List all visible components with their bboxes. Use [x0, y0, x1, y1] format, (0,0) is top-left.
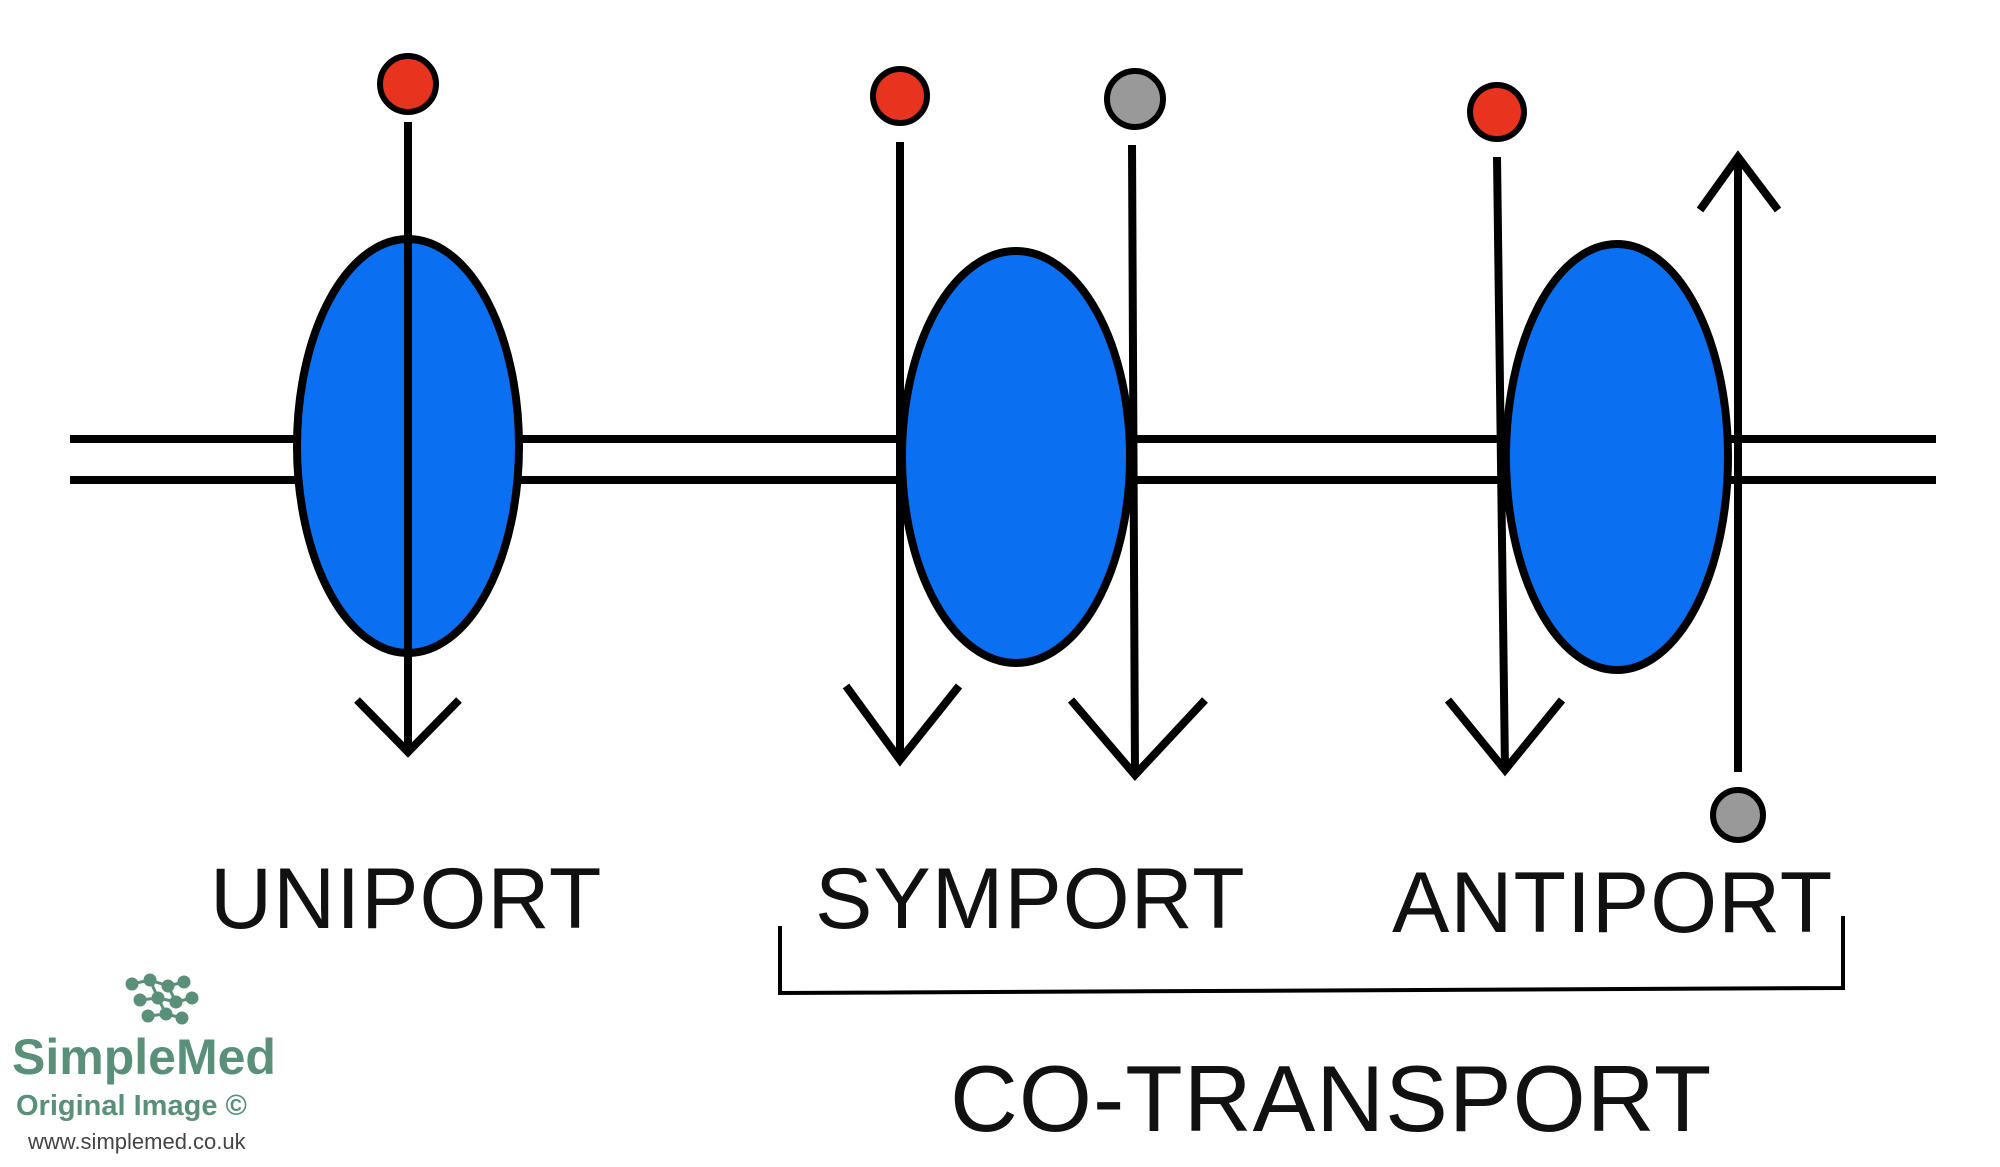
molecule-cluster-logo-icon [125, 973, 199, 1025]
symport-primary-molecule [870, 66, 930, 126]
symport-secondary-arrow-head-down-icon [1067, 697, 1208, 782]
symport-carrier-protein [898, 247, 1134, 667]
antiport-primary-arrow-head-down-icon [1444, 697, 1566, 777]
symport-secondary-arrow-shaft [1128, 144, 1139, 776]
symport-secondary-molecule [1104, 68, 1166, 130]
simplemed-watermark: SimpleMed Original Image © www.simplemed… [10, 972, 310, 1162]
symport-transporter [842, 66, 1208, 782]
symport-primary-arrow-head-down-icon [842, 683, 963, 767]
watermark-url: www.simplemed.co.uk [28, 1129, 246, 1154]
watermark-brand: SimpleMed [12, 1029, 276, 1085]
antiport-primary-arrow-shaft [1493, 156, 1509, 771]
antiport-carrier-protein [1502, 240, 1732, 674]
watermark-subtitle: Original Image © [16, 1090, 247, 1122]
uniport-arrow-head-down-icon [354, 697, 462, 758]
antiport-transporter [1444, 82, 1782, 843]
uniport-transporter [293, 53, 523, 758]
uniport-molecule [377, 53, 439, 115]
antiport-primary-molecule [1467, 82, 1527, 142]
antiport-label: ANTIPORT [1392, 855, 1834, 951]
antiport-secondary-arrow-head-up-icon [1696, 150, 1782, 213]
cotransport-label: CO-TRANSPORT [950, 1046, 1713, 1151]
antiport-secondary-molecule [1710, 787, 1766, 843]
uniport-label: UNIPORT [210, 851, 603, 947]
cotransport-bracket [778, 916, 1845, 996]
symport-label: SYMPORT [815, 851, 1246, 947]
